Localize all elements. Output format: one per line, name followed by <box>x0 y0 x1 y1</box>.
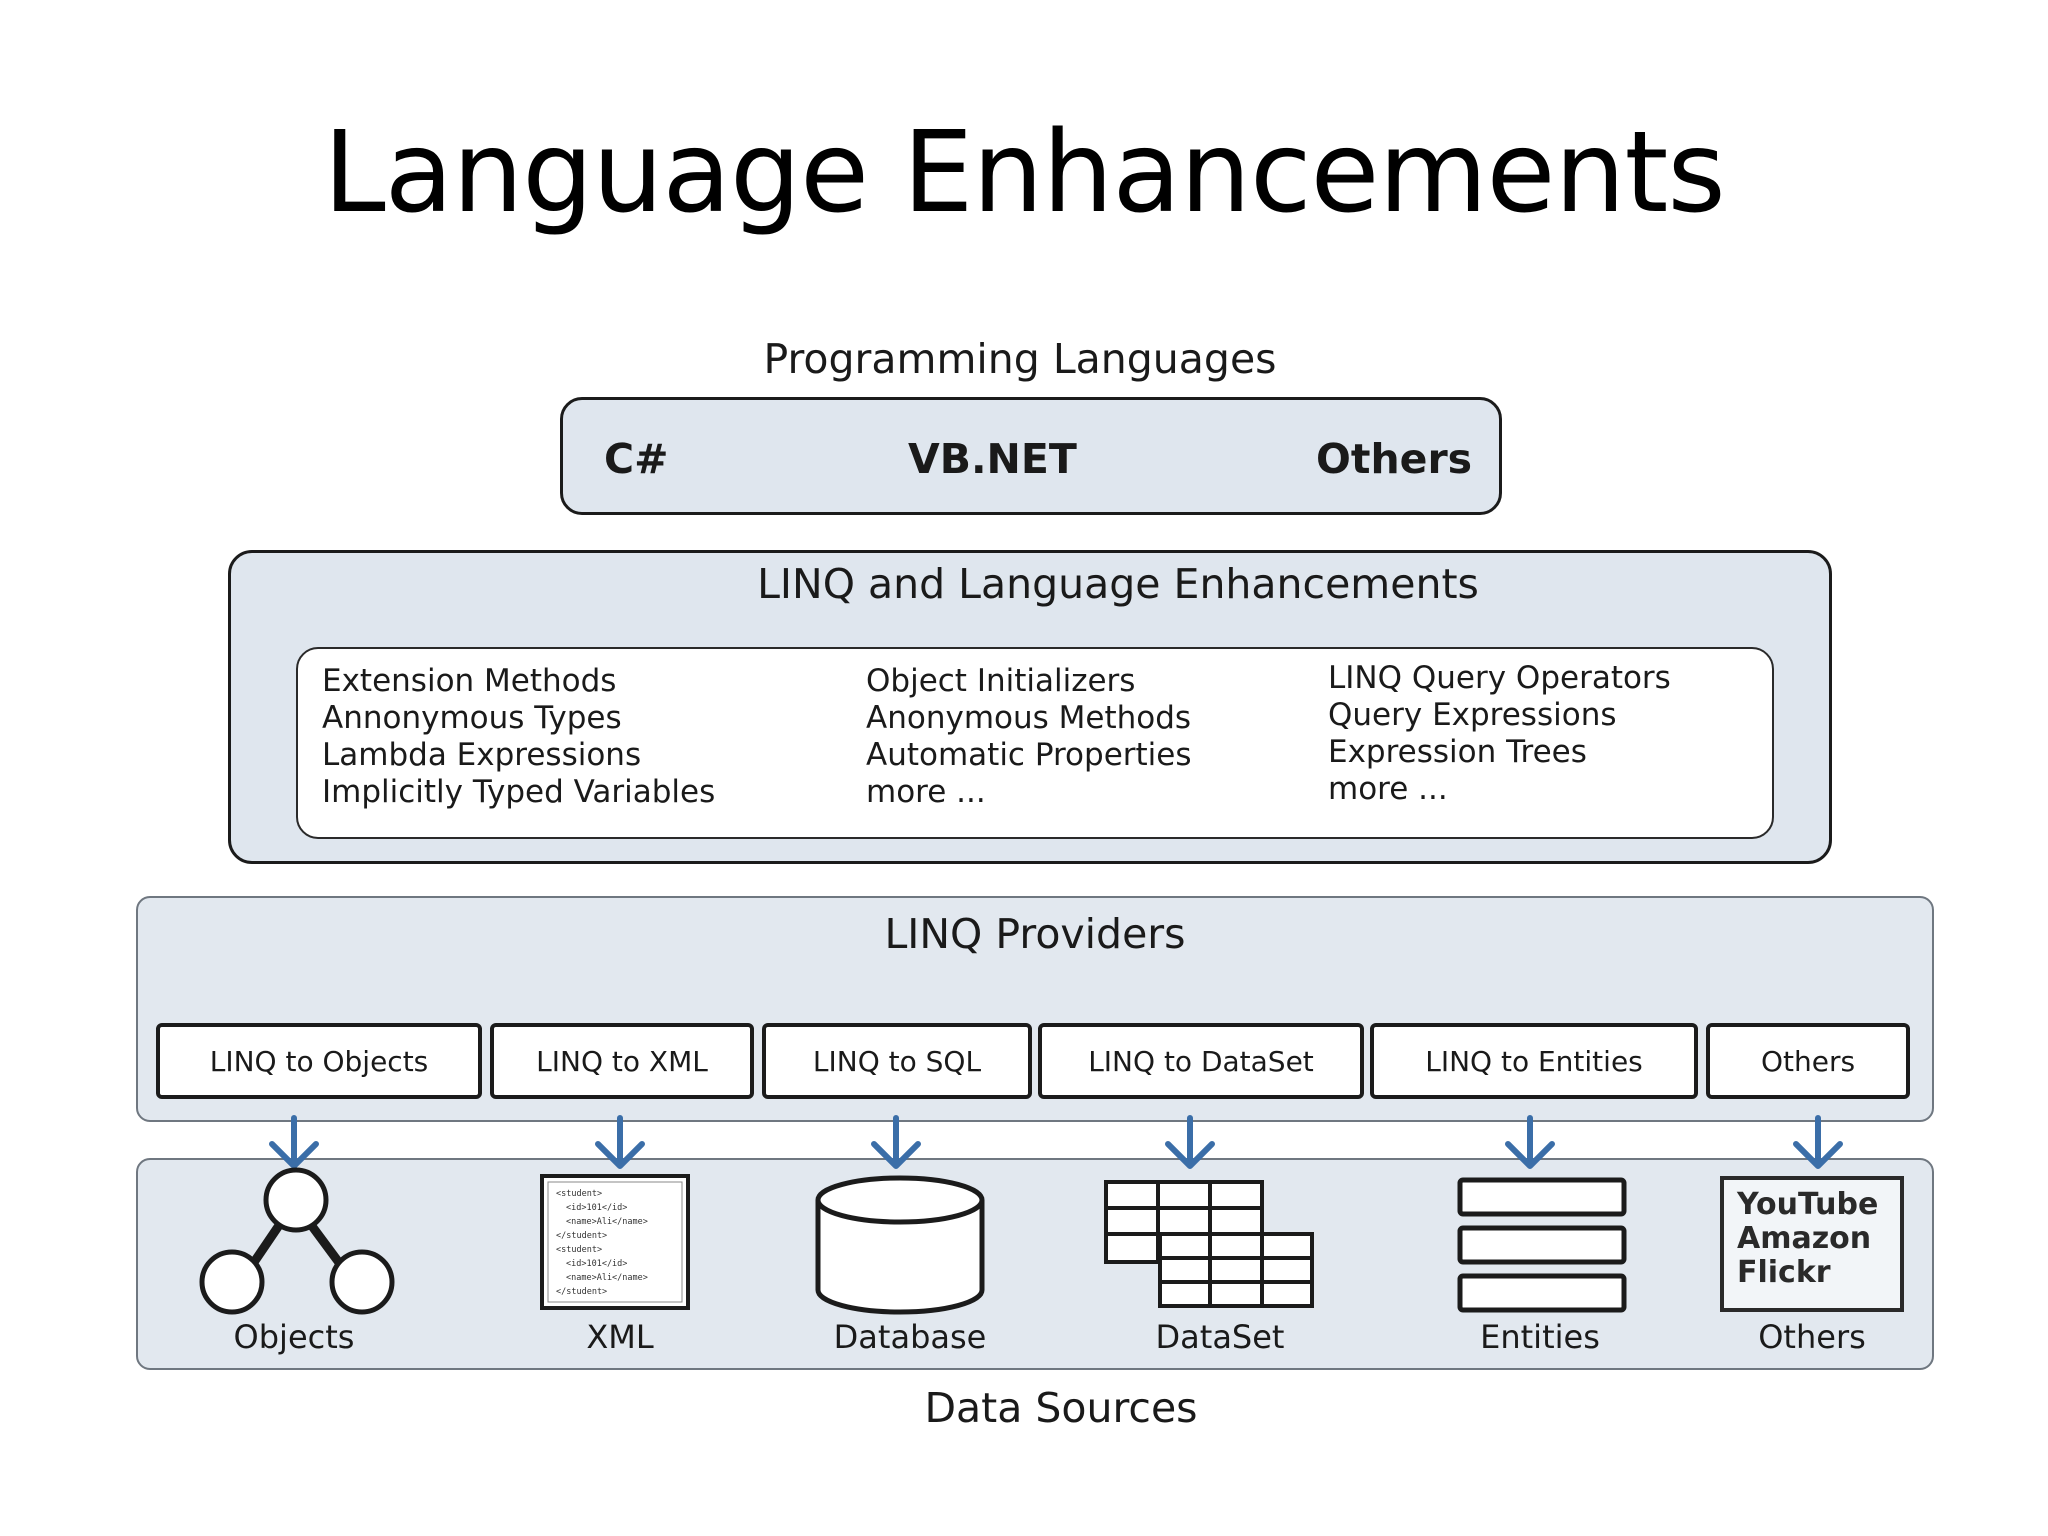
feature-column-3: LINQ Query Operators Query Expressions E… <box>1328 660 1671 808</box>
down-arrow-icon <box>1793 1115 1843 1169</box>
down-arrow-icon <box>269 1115 319 1169</box>
feature-item: Object Initializers <box>866 663 1136 699</box>
feature-column-1: Extension Methods Annonymous Types Lambd… <box>322 663 715 811</box>
feature-item: Extension Methods <box>322 663 617 699</box>
programming-languages-box <box>560 397 1502 515</box>
xml-line: </student> <box>556 1287 608 1297</box>
provider-linq-to-sql: LINQ to SQL <box>762 1023 1032 1099</box>
xml-document-icon <box>540 1174 690 1310</box>
object-graph-icon <box>199 1167 395 1315</box>
feature-item: Automatic Properties <box>866 737 1192 773</box>
entities-icon <box>1457 1177 1627 1313</box>
providers-title: LINQ Providers <box>884 910 1186 958</box>
source-youtube: YouTube <box>1737 1187 1879 1222</box>
xml-line: <id>101</id> <box>566 1259 628 1269</box>
feature-item: Query Expressions <box>1328 697 1617 733</box>
programming-languages-title: Programming Languages <box>763 335 1277 383</box>
provider-linq-to-xml: LINQ to XML <box>490 1023 754 1099</box>
feature-column-2: Object Initializers Anonymous Methods Au… <box>866 663 1192 811</box>
dataset-table-icon <box>1104 1180 1314 1308</box>
provider-linq-to-objects: LINQ to Objects <box>156 1023 482 1099</box>
feature-item: LINQ Query Operators <box>1328 660 1671 696</box>
source-label-dataset: DataSet <box>1155 1318 1285 1356</box>
down-arrow-icon <box>1505 1115 1555 1169</box>
enhancements-list-box <box>296 647 1774 839</box>
feature-item: Implicitly Typed Variables <box>322 774 716 810</box>
database-icon <box>815 1175 985 1315</box>
source-label-objects: Objects <box>233 1318 355 1356</box>
feature-item: Annonymous Types <box>322 700 622 736</box>
others-sources-box: YouTube Amazon Flickr <box>1720 1176 1904 1312</box>
language-others: Others <box>1316 435 1473 483</box>
source-label-xml: XML <box>586 1318 654 1356</box>
source-amazon: Amazon <box>1737 1221 1872 1256</box>
feature-item: more ... <box>866 774 986 810</box>
xml-line: <id>101</id> <box>566 1203 628 1213</box>
down-arrow-icon <box>871 1115 921 1169</box>
provider-linq-to-entities: LINQ to Entities <box>1370 1023 1698 1099</box>
source-label-others: Others <box>1758 1318 1866 1356</box>
provider-others: Others <box>1706 1023 1910 1099</box>
xml-line: <name>Ali</name> <box>566 1217 648 1227</box>
feature-item: Expression Trees <box>1328 734 1587 770</box>
xml-document-text: <student> <id>101</id> <name>Ali</name> … <box>556 1187 648 1299</box>
down-arrow-icon <box>595 1115 645 1169</box>
language-csharp: C# <box>604 435 669 483</box>
source-label-database: Database <box>833 1318 987 1356</box>
feature-item: Lambda Expressions <box>322 737 642 773</box>
xml-line: <student> <box>556 1189 603 1199</box>
feature-item: more ... <box>1328 771 1448 807</box>
enhancements-title: LINQ and Language Enhancements <box>757 560 1479 608</box>
xml-line: <student> <box>556 1245 603 1255</box>
down-arrow-icon <box>1165 1115 1215 1169</box>
source-label-entities: Entities <box>1480 1318 1600 1356</box>
data-sources-title: Data Sources <box>924 1384 1198 1432</box>
data-sources-panel <box>136 1158 1934 1370</box>
xml-line: </student> <box>556 1231 608 1241</box>
source-flickr: Flickr <box>1737 1255 1831 1290</box>
language-vbnet: VB.NET <box>908 435 1077 483</box>
xml-line: <name>Ali</name> <box>566 1273 648 1283</box>
feature-item: Anonymous Methods <box>866 700 1192 736</box>
provider-linq-to-dataset: LINQ to DataSet <box>1038 1023 1364 1099</box>
slide-title: Language Enhancements <box>323 108 1725 238</box>
